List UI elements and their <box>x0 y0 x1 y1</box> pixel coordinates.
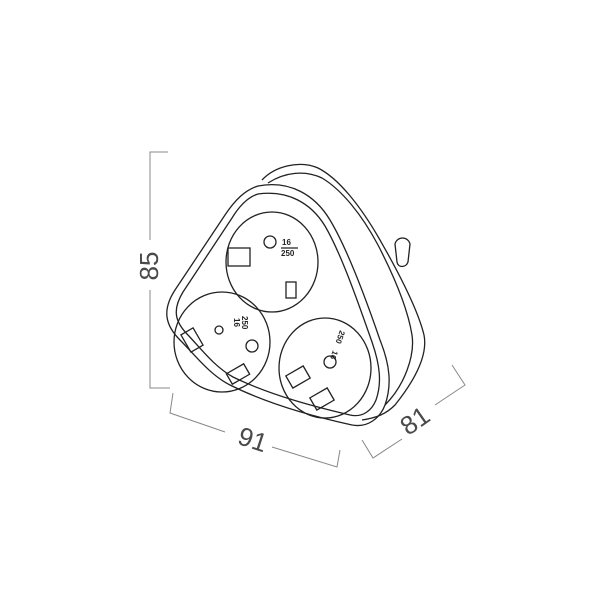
socket-right-current: 16 <box>328 349 340 361</box>
socket-left-hole <box>245 339 259 353</box>
socket-top-earth-clip <box>285 281 297 299</box>
width-dim-line-right <box>271 446 341 468</box>
socket-right-rim <box>278 317 372 419</box>
adapter-housing <box>166 163 426 427</box>
width-dimension: 91 <box>169 392 341 468</box>
width-dim-line-left <box>169 392 226 433</box>
front-face-outline <box>166 184 390 427</box>
height-dim-line-bottom <box>149 290 170 389</box>
back-housing-outline <box>261 163 426 421</box>
socket-right-hole <box>323 355 337 369</box>
socket-left-contact <box>225 362 251 386</box>
housing-edge <box>267 172 414 406</box>
socket-right-contact <box>284 365 312 389</box>
socket-top-rim <box>225 211 319 313</box>
socket-top-contact <box>227 247 251 267</box>
socket-right-voltage: 250 <box>333 329 346 345</box>
socket-top: 16 250 <box>225 211 319 313</box>
plug-pin <box>394 237 411 268</box>
depth-dim-line-right <box>434 364 466 406</box>
front-face-inner <box>175 192 381 417</box>
height-dimension: 85 <box>134 151 170 389</box>
depth-label: 81 <box>394 400 435 441</box>
socket-top-hole <box>263 235 277 249</box>
height-dim-line-top <box>149 151 168 240</box>
earth-symbol-icon <box>214 325 224 335</box>
height-label: 85 <box>134 252 164 281</box>
socket-right: 250 16 <box>278 317 372 419</box>
socket-left: 16 250 <box>173 291 271 393</box>
socket-left-rim <box>173 291 271 393</box>
socket-top-voltage: 250 <box>281 249 295 258</box>
socket-left-current: 16 <box>232 318 241 327</box>
socket-left-clip <box>180 326 204 354</box>
socket-left-voltage: 250 <box>240 316 249 330</box>
socket-top-current: 16 <box>282 238 291 247</box>
socket-right-contact-2 <box>308 387 336 411</box>
width-label: 91 <box>234 421 271 458</box>
depth-dim-line-left <box>361 438 403 459</box>
